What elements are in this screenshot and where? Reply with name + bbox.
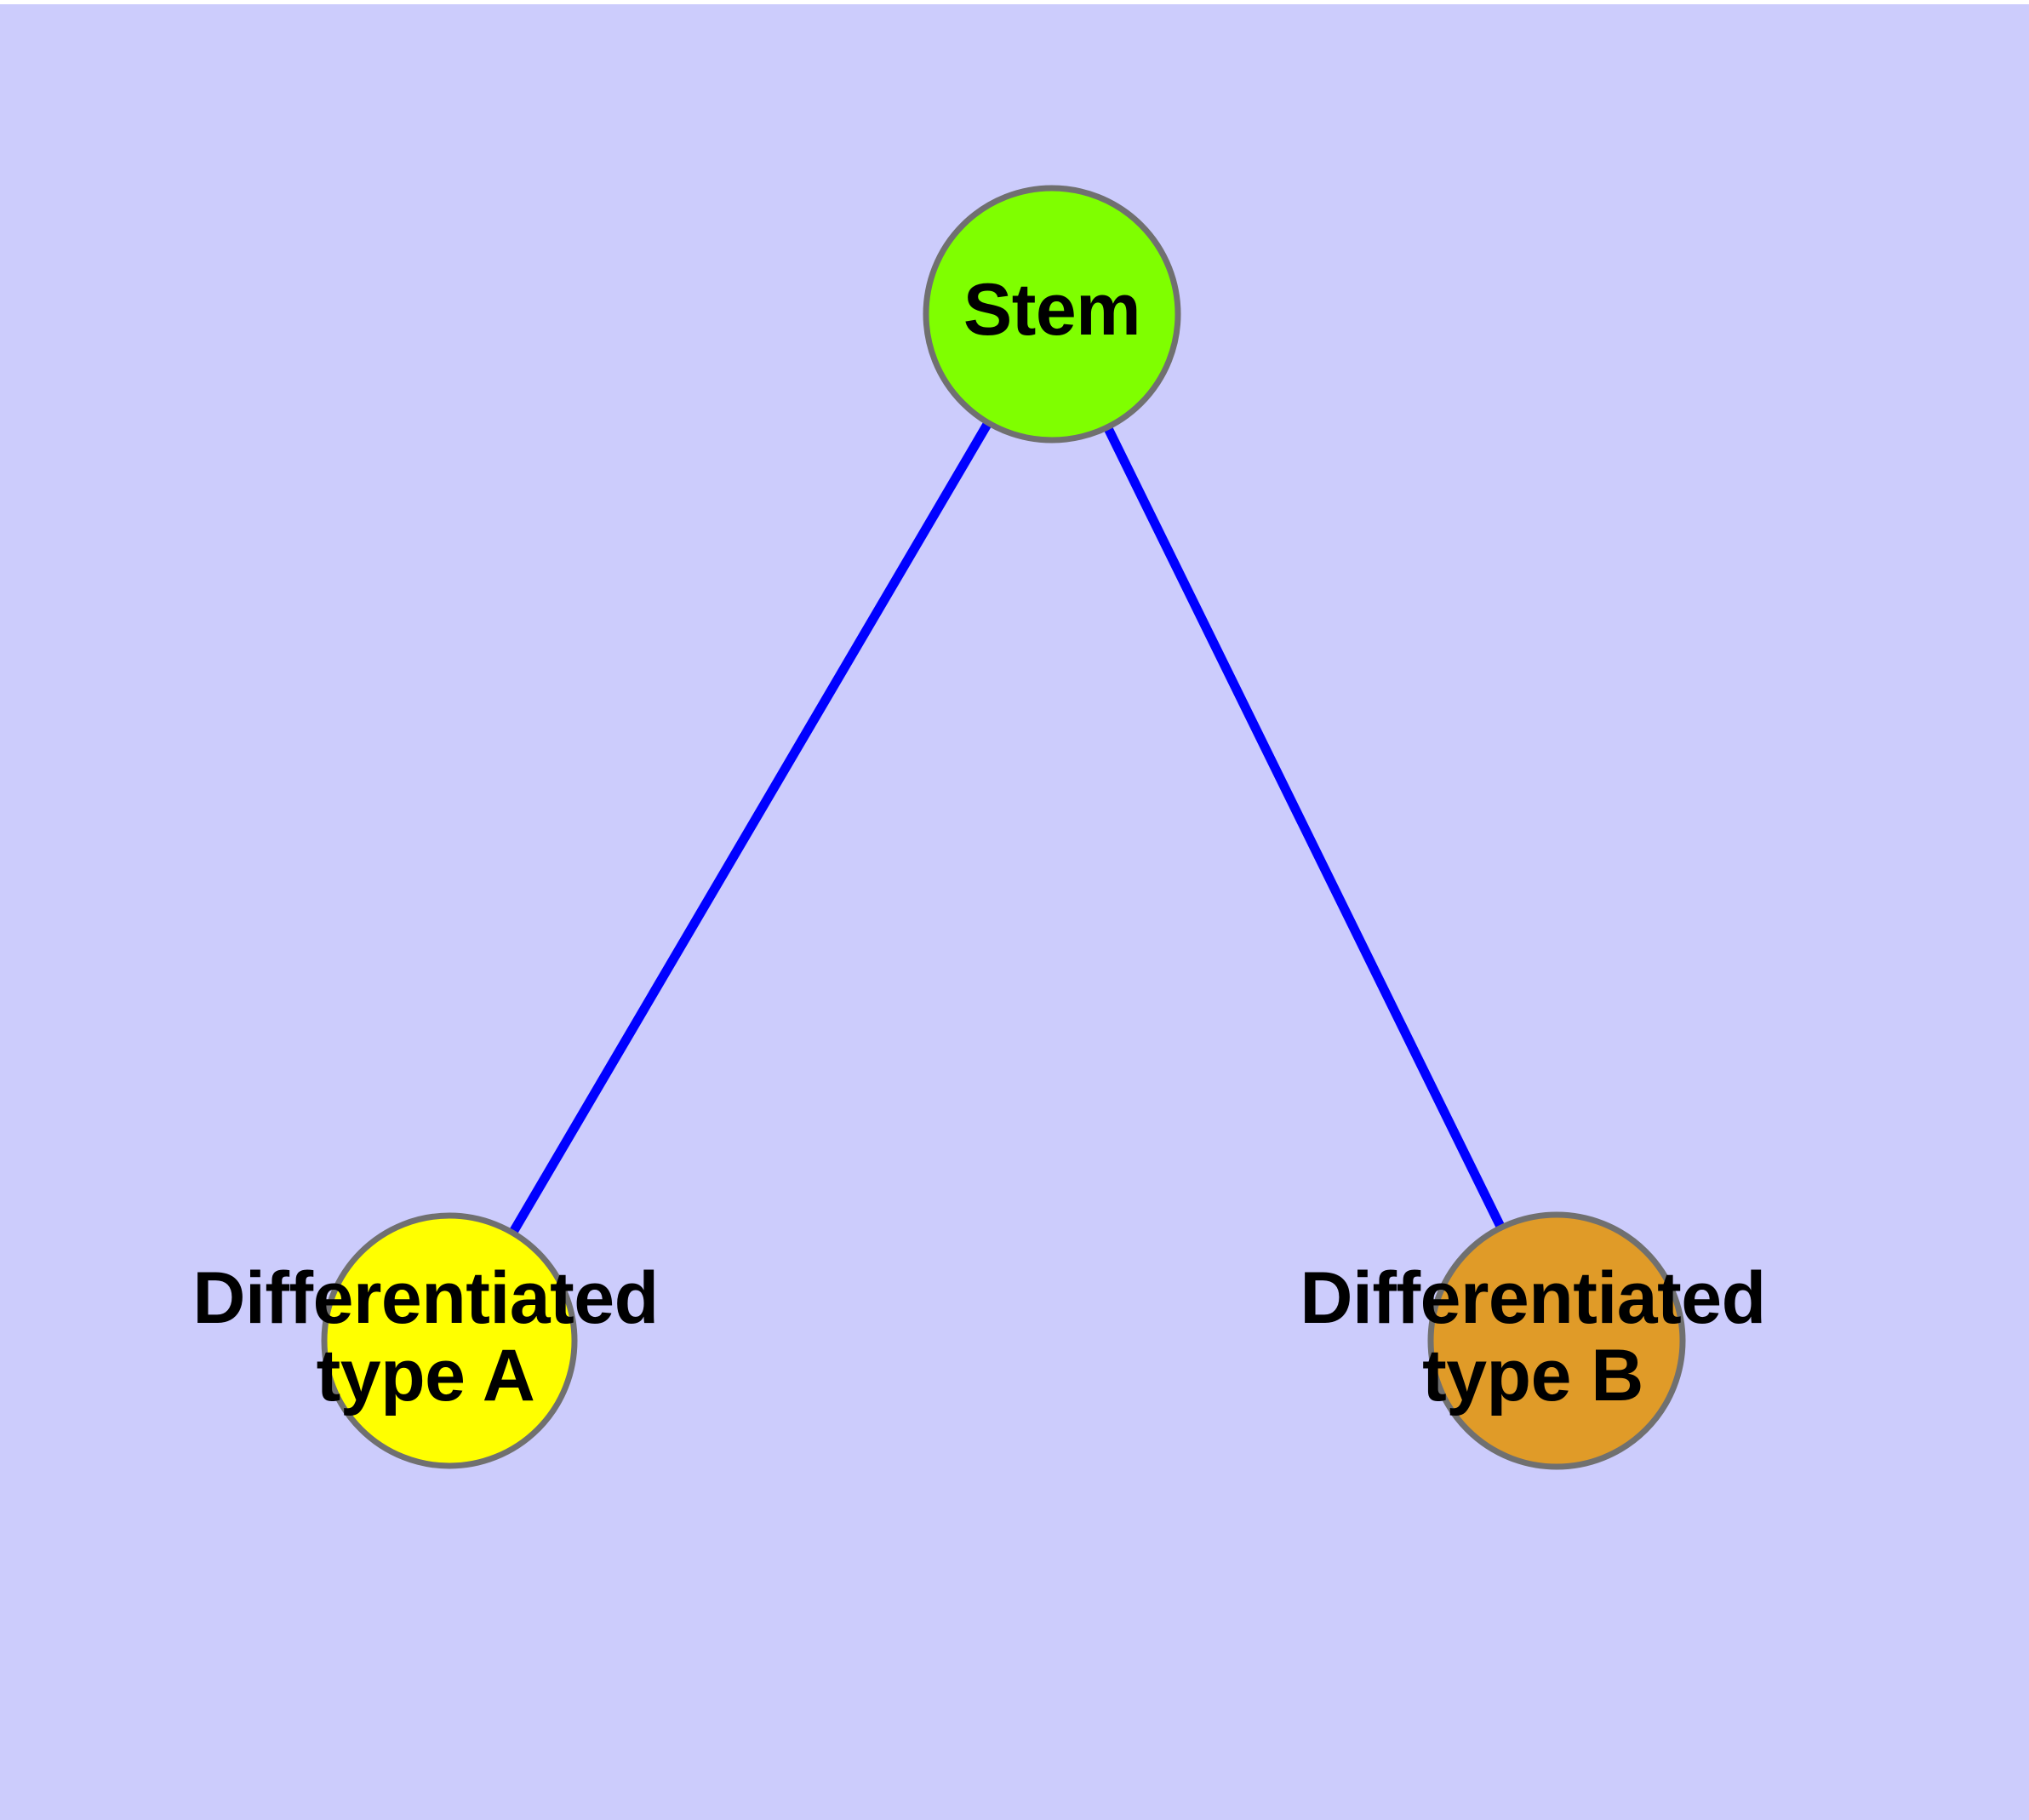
graph-edge-stem-to-diff-b[interactable] [1048, 312, 1561, 1343]
edge-layer [445, 312, 1561, 1343]
graph-node-diff-a[interactable] [321, 1212, 578, 1469]
node-layer [321, 185, 1686, 1470]
graph-node-stem[interactable] [923, 185, 1181, 444]
graph-edge-stem-to-diff-a[interactable] [445, 312, 1056, 1343]
graph-node-diff-b[interactable] [1427, 1211, 1686, 1470]
